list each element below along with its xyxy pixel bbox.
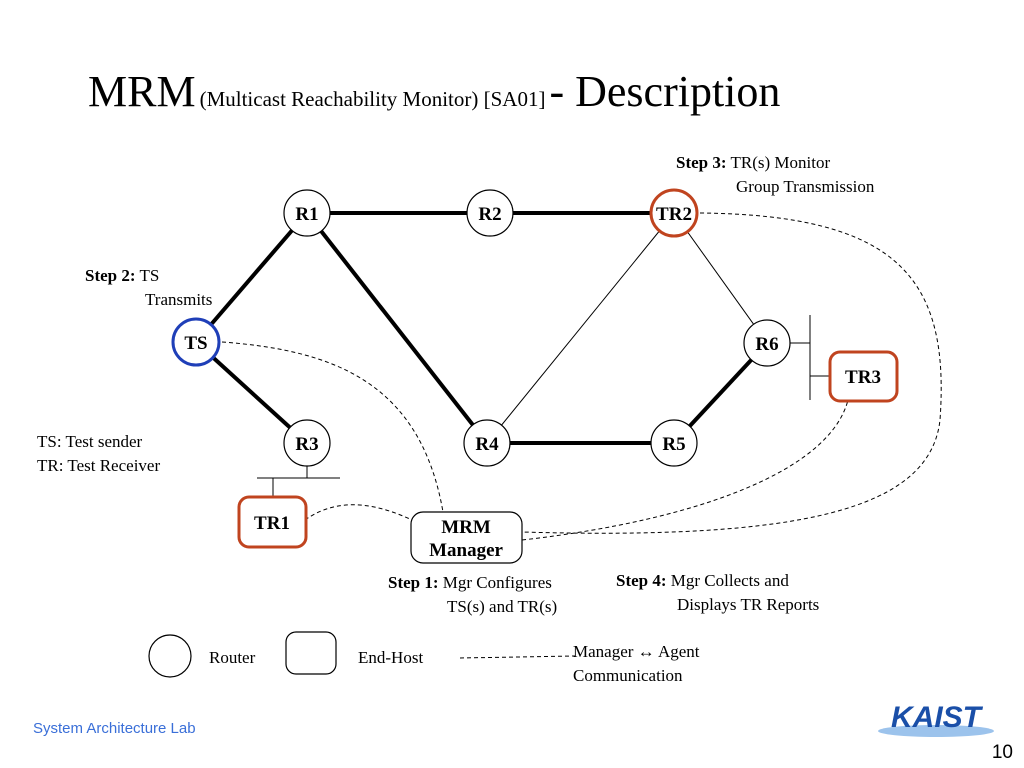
step1-annotation: Step 1: Mgr Configures TS(s) and TR(s)	[388, 571, 557, 619]
comm-tr3-manager	[521, 399, 849, 541]
step2-annotation: Step 2: TS Transmits	[85, 264, 212, 312]
footer-lab-name: System Architecture Lab	[33, 720, 196, 737]
receiver-tr2-label: TR2	[656, 204, 692, 225]
receiver-tr3	[828, 350, 899, 403]
step4-line2: Displays TR Reports	[677, 595, 820, 614]
comm-ts-manager	[221, 341, 444, 513]
router-r6	[743, 319, 791, 367]
thin-links	[257, 212, 830, 497]
kaist-logo: KAIST	[878, 701, 994, 737]
legend-router-label: Router	[209, 648, 256, 667]
link-r1-ts	[194, 211, 309, 344]
step1-line1: Mgr Configures	[442, 573, 552, 592]
router-r1-label: R1	[295, 204, 318, 225]
legend-end-host-label: End-Host	[358, 648, 424, 667]
abbrev-ts: TS: Test sender	[37, 432, 143, 451]
abbrev-tr: TR: Test Receiver	[37, 456, 161, 475]
router-r1	[283, 189, 331, 237]
link-tr2-r6	[673, 212, 768, 344]
legend-comm-label: Manager ↔ Agent Communication	[573, 640, 700, 688]
step1-head: Step 1:	[388, 573, 439, 592]
router-r5-label: R5	[662, 434, 685, 455]
step3-head: Step 3:	[676, 153, 727, 172]
step1-line2: TS(s) and TR(s)	[447, 597, 558, 616]
end-hosts: TR1 TR3 MRM Manager	[237, 350, 899, 564]
abbreviations: TS: Test sender TR: Test Receiver	[37, 430, 160, 478]
mrm-manager	[410, 511, 523, 564]
legend-comm-line1: Manager ↔ Agent	[573, 642, 700, 661]
routers: R1 R2 TR2 TS R6 R3 R4 R5	[171, 188, 791, 467]
slide-title: MRM (Multicast Reachability Monitor) [SA…	[88, 66, 780, 117]
kaist-logo-swoosh	[878, 725, 994, 737]
router-r2-label: R2	[478, 204, 501, 225]
page-number: 10	[991, 742, 1013, 763]
title-suffix: - Description	[549, 67, 781, 116]
step3-line1: TR(s) Monitor	[730, 153, 831, 172]
link-r1-r4	[305, 211, 489, 445]
router-r4	[463, 419, 511, 467]
step4-annotation: Step 4: Mgr Collects and Displays TR Rep…	[616, 569, 819, 617]
legend-dashed-line	[459, 655, 576, 659]
comm-tr1-manager	[304, 504, 413, 521]
step3-line2: Group Transmission	[736, 177, 875, 196]
title-sub: (Multicast Reachability Monitor) [SA01]	[199, 87, 546, 111]
router-r3-label: R3	[295, 434, 318, 455]
link-ts-r3	[194, 340, 309, 445]
manager-agent-links	[221, 212, 942, 659]
step4-line1: Mgr Collects and	[670, 571, 789, 590]
receiver-tr1	[237, 495, 308, 549]
comm-tr2-manager	[521, 212, 942, 534]
mrm-manager-label-2: Manager	[429, 540, 503, 561]
router-r4-label: R4	[475, 434, 499, 455]
router-r6-label: R6	[755, 334, 778, 355]
receiver-tr2	[649, 188, 699, 238]
receiver-tr3-label: TR3	[845, 367, 881, 388]
step3-annotation: Step 3: TR(s) Monitor Group Transmission	[676, 151, 874, 199]
link-tr2-r4	[486, 212, 675, 444]
legend-end-host-icon	[285, 631, 337, 675]
sender-ts	[171, 317, 221, 367]
thick-links	[194, 211, 769, 445]
step4-head: Step 4:	[616, 571, 667, 590]
mrm-manager-label-1: MRM	[441, 517, 491, 538]
step2-head: Step 2:	[85, 266, 136, 285]
router-r5	[650, 419, 698, 467]
receiver-tr1-label: TR1	[254, 513, 290, 534]
router-r2	[466, 189, 514, 237]
router-r3	[283, 419, 331, 467]
legend-comm-line2: Communication	[573, 666, 683, 685]
sender-ts-label: TS	[184, 333, 207, 354]
legend-router-icon	[148, 634, 192, 678]
kaist-logo-text: KAIST	[891, 701, 984, 734]
step2-line2: Transmits	[145, 290, 213, 309]
title-main: MRM	[88, 67, 196, 116]
step2-line1: TS	[139, 266, 160, 285]
